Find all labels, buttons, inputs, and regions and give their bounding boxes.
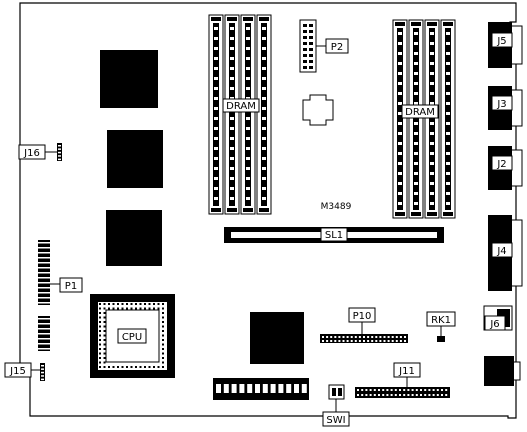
chip-2 [107,130,163,188]
chip-3 [106,210,162,266]
svg-text:DRAM: DRAM [405,107,435,118]
label-cpu: CPU [117,328,147,344]
label-j16: J16 [18,144,57,160]
svg-text:J6: J6 [489,319,499,330]
dram-slots-left [208,14,272,215]
svg-text:J16: J16 [23,148,40,159]
label-dram-left: DRAM [222,98,260,113]
svg-text:CPU: CPU [122,332,142,343]
label-sl1: SL1 [320,227,348,242]
left-edge-connector-lower [38,316,50,351]
label-j11: J11 [393,362,421,387]
label-j2: J2 [491,155,513,171]
svg-text:SL1: SL1 [325,230,343,241]
chip-1 [100,50,158,108]
p2-connector [299,19,317,73]
label-swi: SWI [322,399,350,427]
svg-text:J5: J5 [496,36,506,47]
swi-switch [328,384,345,400]
rk1-component [437,336,445,342]
label-p10: P10 [348,307,376,334]
label-j15: J15 [4,362,40,378]
model-number: M3489 [321,202,352,212]
label-j3: J3 [491,95,513,111]
svg-text:SWI: SWI [326,415,345,426]
j15-header [40,363,45,381]
svg-text:P2: P2 [331,42,343,53]
label-dram-right: DRAM [401,104,439,119]
svg-text:J3: J3 [496,99,506,110]
svg-text:P1: P1 [65,281,77,292]
svg-text:RK1: RK1 [431,315,451,326]
dram-slots-right [392,19,456,219]
oscillator-icon [302,94,334,126]
bottom-connector [213,378,309,400]
svg-text:J2: J2 [496,159,506,170]
label-j4: J4 [491,242,513,258]
chip-4 [250,312,304,364]
j16-header [57,143,62,161]
p10-header [320,334,408,343]
label-p2: P2 [316,38,349,54]
label-j5: J5 [491,32,513,48]
label-j6: J6 [484,315,506,331]
j11-header [355,387,450,398]
left-edge-connector-upper [38,240,50,305]
bottom-right-jack [484,356,521,386]
label-rk1: RK1 [426,311,456,336]
svg-text:DRAM: DRAM [226,101,256,112]
svg-text:J11: J11 [398,366,415,377]
svg-text:J4: J4 [496,246,506,257]
svg-text:J15: J15 [9,366,26,377]
svg-text:P10: P10 [353,311,372,322]
label-p1: P1 [50,277,83,293]
